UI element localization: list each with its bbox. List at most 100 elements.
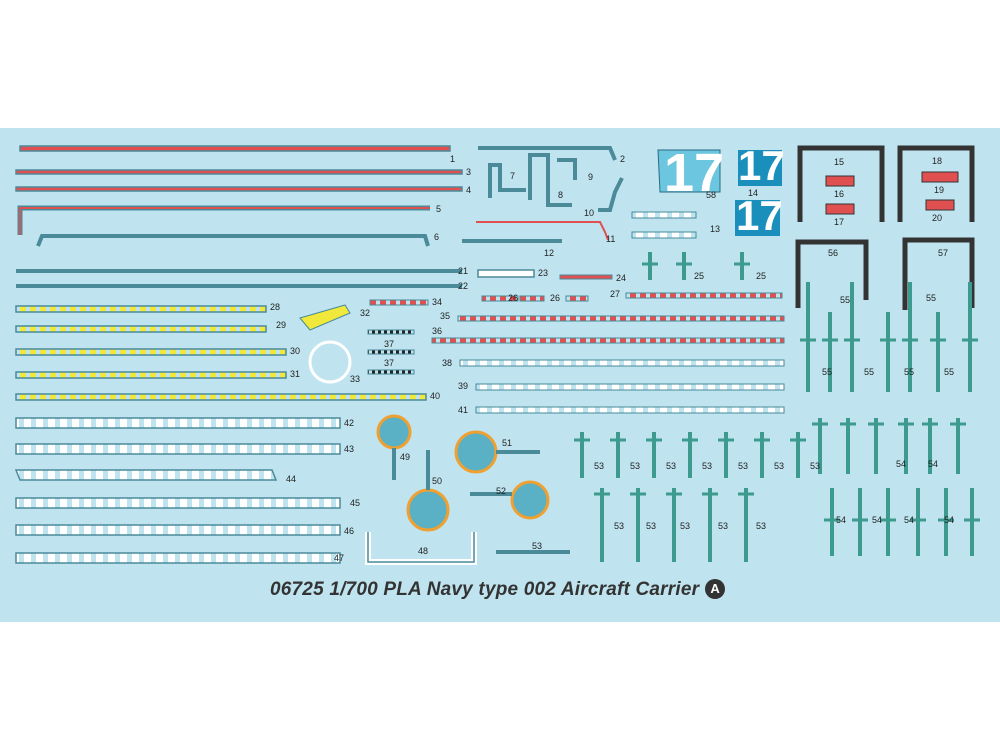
label-48: 48 [418, 546, 429, 556]
bracket-parts [476, 146, 624, 241]
label-32: 32 [360, 308, 371, 318]
label-21: 21 [458, 266, 469, 276]
pin-label-53: 53 [718, 521, 729, 531]
label-31: 31 [290, 369, 301, 379]
round-markers [376, 414, 570, 554]
pin-label-53: 53 [738, 461, 749, 471]
pin-label-53: 53 [666, 461, 677, 471]
label-37b: 37 [384, 358, 395, 368]
pin-label-53: 53 [594, 461, 605, 471]
label-53-tail: 53 [532, 541, 543, 551]
pin-label-54: 54 [928, 459, 939, 469]
label-49: 49 [400, 452, 411, 462]
label-26b: 26 [550, 293, 561, 303]
label-20: 20 [932, 213, 943, 223]
pin-label-53: 53 [614, 521, 625, 531]
small-red-tags [825, 171, 959, 215]
label-38: 38 [442, 358, 453, 368]
label-27: 27 [610, 289, 621, 299]
hull-number-decals [631, 149, 782, 239]
decal-sheet: 17 17 17 [0, 128, 1000, 622]
label-40: 40 [430, 391, 441, 401]
label-39: 39 [458, 381, 469, 391]
label-57: 57 [938, 248, 949, 258]
label-1: 1 [450, 154, 456, 164]
label-11: 11 [606, 234, 616, 244]
label-28: 28 [270, 302, 281, 312]
label-4: 4 [466, 185, 472, 195]
label-25a: 25 [694, 271, 705, 281]
label-9: 9 [588, 172, 594, 182]
yellow-stripes [15, 304, 427, 401]
label-46: 46 [344, 526, 355, 536]
pin-label-53: 53 [646, 521, 657, 531]
label-10: 10 [584, 208, 595, 218]
label-36: 36 [432, 326, 443, 336]
pin-label-55: 55 [944, 367, 955, 377]
pin-label-55: 55 [840, 295, 851, 305]
label-42: 42 [344, 418, 355, 428]
label-51: 51 [502, 438, 513, 448]
white-stripes [14, 417, 477, 565]
label-50: 50 [432, 476, 443, 486]
hull-number-large: 17 [664, 143, 725, 203]
label-16: 16 [834, 189, 845, 199]
caption-badge: A [705, 579, 726, 599]
label-45: 45 [350, 498, 361, 508]
label-6: 6 [434, 232, 440, 242]
label-26a: 26 [508, 293, 519, 303]
frame-decals [795, 145, 975, 310]
pin-label-53: 53 [774, 461, 785, 471]
label-13: 13 [710, 224, 721, 234]
label-17: 17 [834, 217, 845, 227]
label-22: 22 [458, 281, 469, 291]
pin-label-54: 54 [944, 515, 955, 525]
label-47: 47 [334, 553, 345, 563]
pin-label-54: 54 [904, 515, 915, 525]
label-44: 44 [286, 474, 297, 484]
hull-number-medium: 17 [738, 142, 785, 189]
label-2: 2 [620, 154, 626, 164]
sheet-caption: 06725 1/700 PLA Navy type 002 Aircraft C… [270, 579, 726, 601]
pin-label-53: 53 [680, 521, 691, 531]
label-29: 29 [276, 320, 287, 330]
label-23: 23 [538, 268, 549, 278]
label-7: 7 [510, 171, 516, 181]
pin-label-55: 55 [864, 367, 875, 377]
label-34: 34 [432, 297, 443, 307]
label-35: 35 [440, 311, 451, 321]
label-8: 8 [558, 190, 564, 200]
decal-artwork [14, 145, 980, 565]
pin-label-55: 55 [822, 367, 833, 377]
hull-number-small: 17 [736, 192, 783, 239]
pin-label-53: 53 [630, 461, 641, 471]
label-56: 56 [828, 248, 839, 258]
label-33: 33 [350, 374, 361, 384]
label-19: 19 [934, 185, 945, 195]
caption-text: 06725 1/700 PLA Navy type 002 Aircraft C… [270, 579, 700, 600]
stripe-group-top [15, 145, 562, 288]
label-12: 12 [544, 248, 555, 258]
label-5: 5 [436, 204, 442, 214]
label-25b: 25 [756, 271, 767, 281]
pin-label-53: 53 [810, 461, 821, 471]
label-3: 3 [466, 167, 472, 177]
pin-label-55: 55 [926, 293, 937, 303]
label-37a: 37 [384, 339, 395, 349]
label-15: 15 [834, 157, 845, 167]
pin-label-54: 54 [836, 515, 847, 525]
pin-label-53: 53 [756, 521, 767, 531]
pin-label-53: 53 [702, 461, 713, 471]
pin-decals [574, 252, 980, 562]
pin-label-54: 54 [872, 515, 883, 525]
pin-label-54: 54 [896, 459, 907, 469]
mid-stripes [367, 269, 785, 414]
label-30: 30 [290, 346, 301, 356]
label-41: 41 [458, 405, 469, 415]
label-58: 58 [706, 190, 717, 200]
pin-label-55: 55 [904, 367, 915, 377]
label-18: 18 [932, 156, 943, 166]
label-24: 24 [616, 273, 627, 283]
label-43: 43 [344, 444, 355, 454]
label-52: 52 [496, 486, 507, 496]
